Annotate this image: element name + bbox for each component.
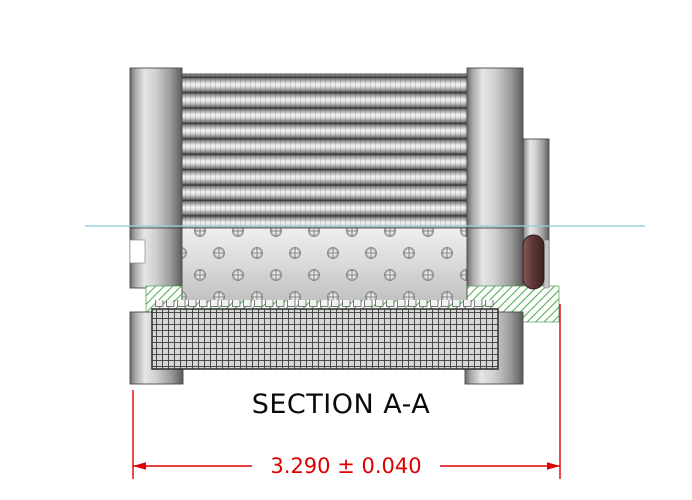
wire-mesh-screen xyxy=(151,308,499,370)
seal-gland-ring xyxy=(543,239,550,289)
dimension-callout: 3.290 ± 0.040 xyxy=(132,304,561,479)
dimension-text: 3.290 ± 0.040 xyxy=(270,454,421,478)
left-end-cap xyxy=(129,67,183,289)
arrowhead-right-icon xyxy=(547,462,560,470)
pleated-filter-media xyxy=(181,73,468,229)
section-title: SECTION A-A xyxy=(252,389,431,420)
perforated-core-tube xyxy=(181,227,468,309)
arrowhead-left-icon xyxy=(133,462,146,470)
left-cap-notch xyxy=(129,239,146,264)
perforated-wrap-band xyxy=(154,300,496,311)
right-end-cap xyxy=(466,67,524,291)
o-ring-seal xyxy=(522,234,550,290)
